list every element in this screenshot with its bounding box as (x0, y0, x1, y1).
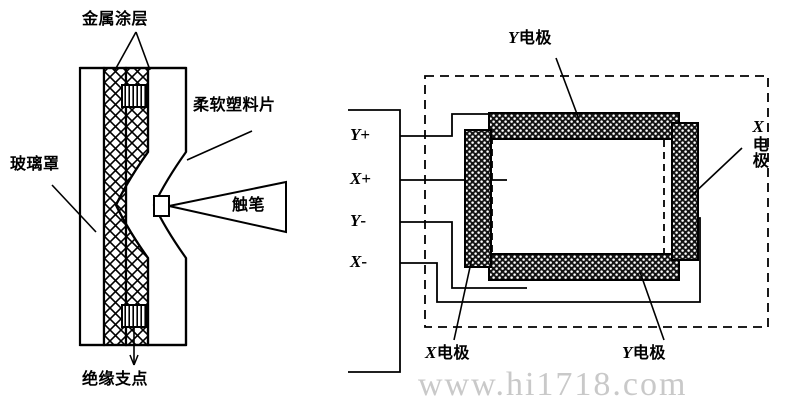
label-y-electrode-top-axis: Y (508, 28, 519, 47)
label-flexible-plastic-sheet: 柔软塑料片 (193, 95, 276, 114)
terminal-label-x-plus: X+ (350, 169, 371, 189)
left-cross-section (51, 31, 287, 366)
label-x-electrode-bottom-axis: X (425, 343, 437, 362)
insulating-fulcrum-bottom (121, 304, 147, 328)
watermark: www.hi1718.com (418, 366, 688, 403)
y-electrode-top-bar (488, 112, 680, 140)
label-glass-cover: 玻璃罩 (10, 154, 60, 173)
terminal-axis-y-plus: Y (350, 125, 361, 144)
label-insulating-fulcrum: 绝缘支点 (82, 369, 149, 388)
insulating-fulcrum-top (121, 84, 147, 108)
stylus-shape (168, 180, 287, 234)
y-electrode-bottom-bar (488, 253, 680, 281)
leader-x-electrode-bottom (453, 257, 473, 341)
label-x-electrode-right-cjk: 电极 (749, 135, 769, 168)
leader-flexible-plastic-sheet (186, 130, 253, 161)
right-electrode-layout (348, 57, 769, 373)
terminal-label-x-minus: X- (350, 252, 367, 272)
terminal-sign-x-plus: + (361, 169, 372, 188)
leader-metal-coating (114, 31, 151, 71)
leader-glass-cover (51, 184, 97, 233)
leader-x-electrode-right (689, 147, 743, 198)
label-x-electrode-right-axis: X (752, 117, 765, 136)
x-electrode-left-bar (464, 129, 492, 268)
label-y-electrode-bottom: Y电极 (622, 343, 666, 363)
label-x-electrode-bottom-cjk: 电极 (436, 343, 470, 362)
label-y-electrode-bottom-cjk: 电极 (632, 343, 666, 362)
terminal-sign-y-minus: - (360, 211, 367, 230)
label-y-electrode-top-cjk: 电极 (518, 28, 552, 47)
label-y-electrode-bottom-axis: Y (622, 343, 633, 362)
active-area-dashed (491, 119, 665, 273)
terminal-bus-bar (348, 109, 401, 373)
terminal-axis-x-minus: X (350, 252, 362, 271)
leader-y-electrode-top (555, 57, 581, 123)
terminal-axis-y-minus: Y (350, 211, 361, 230)
panel-dashed-boundary (424, 75, 769, 328)
glass-cover-shape (78, 66, 106, 347)
stylus-contact-tip (153, 195, 170, 217)
terminal-label-y-plus: Y+ (350, 125, 370, 145)
terminal-sign-y-plus: + (360, 125, 371, 144)
label-y-electrode-top: Y电极 (508, 28, 552, 48)
label-x-electrode-bottom: X电极 (425, 343, 470, 363)
terminal-axis-x-plus: X (350, 169, 362, 188)
x-electrode-right-bar (671, 122, 699, 261)
label-stylus: 触笔 (232, 195, 266, 214)
label-metal-coating: 金属涂层 (82, 9, 149, 28)
label-x-electrode-right: X 电极 (749, 117, 769, 168)
terminal-sign-x-minus: - (361, 252, 368, 271)
leader-insulating-fulcrum (129, 327, 139, 366)
terminal-label-y-minus: Y- (350, 211, 366, 231)
leader-y-electrode-bottom (639, 271, 665, 341)
